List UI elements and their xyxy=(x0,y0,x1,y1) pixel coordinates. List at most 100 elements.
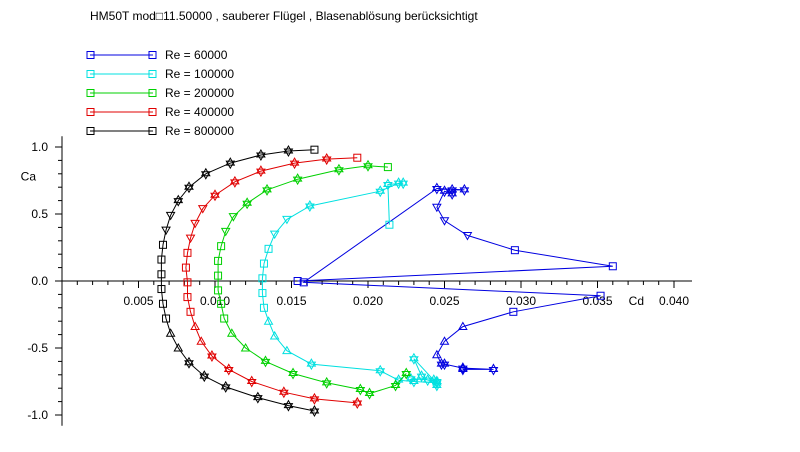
x-tick-label: 0.010 xyxy=(200,294,230,308)
data-point xyxy=(428,374,439,383)
data-point xyxy=(393,177,404,186)
series-layer xyxy=(157,145,617,417)
data-point xyxy=(278,386,289,395)
data-point xyxy=(157,270,166,279)
data-point xyxy=(165,328,176,337)
series-line xyxy=(185,157,358,404)
data-point xyxy=(334,163,344,173)
data-point xyxy=(355,383,366,393)
x-tick-label: 0.015 xyxy=(276,294,306,308)
data-point xyxy=(282,345,292,355)
data-point xyxy=(158,240,167,249)
data-point xyxy=(225,157,236,166)
data-point xyxy=(264,244,273,253)
data-point xyxy=(256,165,266,174)
data-point xyxy=(510,246,519,255)
data-point xyxy=(431,349,442,359)
data-point xyxy=(223,363,234,372)
data-point xyxy=(207,350,217,359)
legend-marker xyxy=(86,51,95,59)
data-point xyxy=(220,314,229,323)
series-line xyxy=(297,187,613,370)
data-point xyxy=(259,259,268,268)
x-tick-label: 0.025 xyxy=(429,294,459,308)
data-point xyxy=(457,363,468,372)
data-point xyxy=(258,289,267,298)
data-point xyxy=(283,399,294,409)
data-point xyxy=(431,375,442,384)
x-tick-label: 0.040 xyxy=(659,294,689,308)
data-point xyxy=(200,167,211,177)
data-point xyxy=(190,321,200,331)
data-point xyxy=(226,328,237,337)
series-line xyxy=(217,165,407,395)
legend-entry: Re = 100000 xyxy=(86,67,234,81)
data-point xyxy=(457,321,468,331)
data-point xyxy=(431,182,442,192)
data-point xyxy=(447,187,458,197)
data-point xyxy=(431,376,442,386)
legend-label: Re = 60000 xyxy=(165,48,228,62)
data-point xyxy=(214,256,223,265)
data-point xyxy=(364,387,375,397)
data-point xyxy=(162,314,171,323)
legend-entry: Re = 200000 xyxy=(86,86,234,100)
legend-marker xyxy=(148,108,157,116)
x-tick-label: 0.020 xyxy=(353,294,383,308)
data-point xyxy=(321,376,332,386)
legend-label: Re = 800000 xyxy=(165,124,234,138)
data-point xyxy=(197,205,208,214)
data-point xyxy=(217,242,226,251)
legend-marker xyxy=(86,127,95,135)
data-point xyxy=(263,316,274,325)
data-point xyxy=(220,227,231,237)
data-point xyxy=(259,303,268,312)
data-point xyxy=(385,220,394,229)
legend-marker xyxy=(148,70,157,78)
legend-marker xyxy=(86,108,95,116)
data-point xyxy=(269,330,280,340)
data-point xyxy=(157,255,166,264)
data-point xyxy=(184,181,194,190)
x-tick-label: 0.005 xyxy=(123,294,153,308)
series xyxy=(157,145,320,417)
data-point xyxy=(246,375,257,384)
data-point xyxy=(183,293,192,302)
data-point xyxy=(309,404,320,414)
data-point xyxy=(210,189,220,198)
data-point xyxy=(186,307,195,316)
series-line xyxy=(160,149,315,412)
data-point xyxy=(383,178,393,188)
data-point xyxy=(299,278,308,287)
data-point xyxy=(353,153,362,162)
series xyxy=(214,159,412,400)
y-tick-label: 0.5 xyxy=(31,207,48,221)
x-tick-label: 0.030 xyxy=(506,294,536,308)
data-point xyxy=(439,217,450,226)
data-point xyxy=(269,230,280,240)
data-point xyxy=(190,219,200,229)
data-point xyxy=(306,358,317,367)
data-point xyxy=(242,197,252,206)
data-point xyxy=(439,185,450,194)
data-point xyxy=(252,391,263,401)
data-point xyxy=(310,145,319,154)
legend-entry: Re = 60000 xyxy=(86,48,228,62)
data-point xyxy=(304,199,315,209)
data-point xyxy=(439,358,450,367)
legend-entry: Re = 800000 xyxy=(86,124,234,138)
data-point xyxy=(283,145,294,154)
data-point xyxy=(157,285,166,294)
data-point xyxy=(256,149,266,158)
data-point xyxy=(405,372,416,382)
data-point xyxy=(383,163,392,172)
data-point xyxy=(181,263,190,272)
data-point xyxy=(196,336,207,345)
data-point xyxy=(173,342,184,352)
y-tick-label: 0.0 xyxy=(31,274,48,288)
data-point xyxy=(220,380,231,390)
data-point xyxy=(183,248,192,257)
series xyxy=(293,182,617,376)
